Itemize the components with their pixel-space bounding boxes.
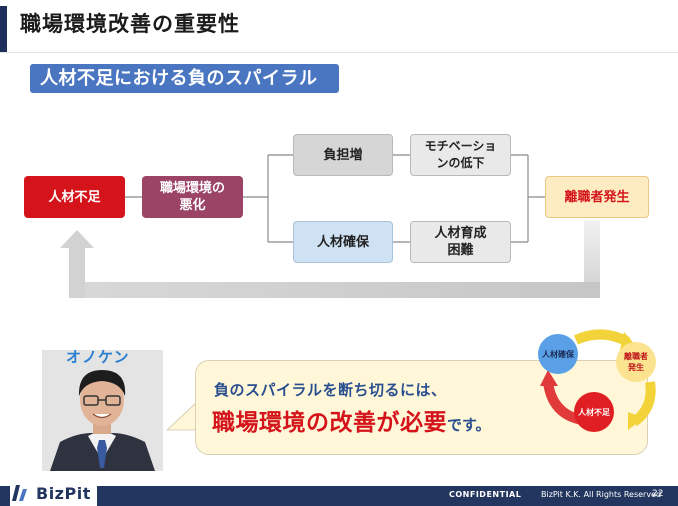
return-arrow-head <box>60 230 94 248</box>
speech-bubble-tail <box>165 398 199 438</box>
cycle-node-turnover <box>616 342 656 382</box>
cycle-label-turnover-2: 発生 <box>627 362 644 372</box>
flow-box-workplace-decline: 職場環境の 悪化 <box>142 176 243 218</box>
flow-box-turnover: 離職者発生 <box>545 176 649 218</box>
footer-logo: BizPit <box>10 480 97 506</box>
footer-copyright: BizPit K.K. All Rights Reserved <box>541 490 661 499</box>
avatar <box>42 350 163 471</box>
flow-box-training-difficulty: 人材育成 困難 <box>410 221 511 263</box>
flow-box-workload-increase: 負担増 <box>293 134 393 176</box>
cycle-label-acquisition: 人材確保 <box>542 349 575 359</box>
bubble-intro-text: 負のスパイラルを断ち切るには、 <box>214 379 447 400</box>
cycle-label-shortage: 人材不足 <box>578 407 611 417</box>
bizpit-logo-icon <box>10 483 32 503</box>
page-number: 22 <box>652 489 663 499</box>
page-title: 職場環境改善の重要性 <box>20 8 240 38</box>
bubble-main-text: 職場環境の改善が必要です。 <box>212 403 491 437</box>
speaker-name: オノケン <box>66 346 130 367</box>
footer-confidential: CONFIDENTIAL <box>449 490 521 499</box>
person-illustration <box>42 350 163 471</box>
return-arrow-left <box>69 246 85 298</box>
bubble-tail: です。 <box>447 416 491 434</box>
cycle-arc-top <box>576 334 628 342</box>
title-divider <box>0 52 678 53</box>
flow-box-talent-shortage: 人材不足 <box>24 176 125 218</box>
flow-box-training-line1: 人材育成 <box>434 225 486 242</box>
return-arrow-right <box>584 220 600 298</box>
title-accent-bar <box>0 6 7 52</box>
cycle-diagram: 人材確保 離職者 発生 人材不足 <box>536 326 664 436</box>
bubble-emphasis: 職場環境の改善が必要 <box>212 410 447 436</box>
flow-box-motivation-line2: ンの低下 <box>425 155 497 172</box>
return-arrow-bottom <box>69 282 600 298</box>
flow-box-talent-acquisition: 人材確保 <box>293 221 393 263</box>
flow-box-training-line2: 困難 <box>434 242 486 259</box>
flow-box-motivation-decline: モチベーショ ンの低下 <box>410 134 511 176</box>
flow-box-workplace-decline-line1: 職場環境の <box>160 180 225 197</box>
section-label: 人材不足における負のスパイラル <box>30 64 339 93</box>
logo-text: BizPit <box>36 484 91 503</box>
flow-box-motivation-line1: モチベーショ <box>425 138 497 155</box>
cycle-label-turnover-1: 離職者 <box>624 351 648 361</box>
flow-box-workplace-decline-line2: 悪化 <box>160 197 225 214</box>
